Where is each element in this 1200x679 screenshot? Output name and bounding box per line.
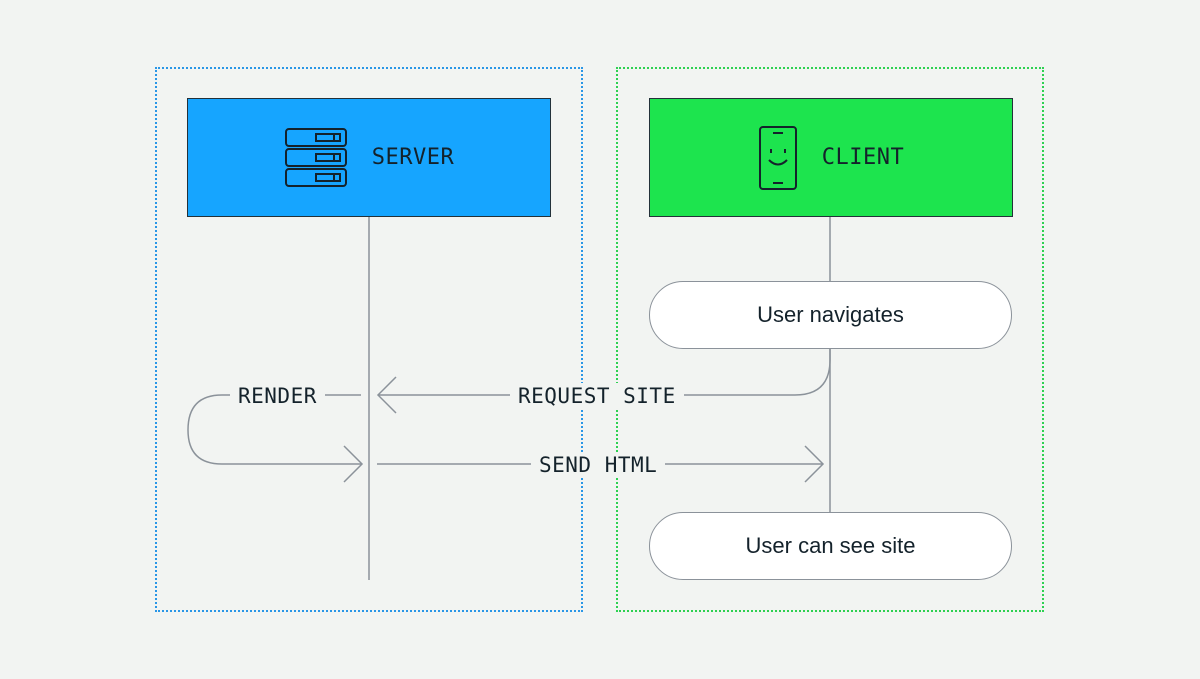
server-label: SERVER [371,145,455,170]
send-html-arrowhead [804,445,825,483]
server-lane-frame [155,67,583,612]
request-site-label: REQUEST SITE [510,383,684,409]
server-header: SERVER [187,98,551,217]
request-site-arrowhead [376,376,397,414]
render-loop-arrowhead [343,445,364,483]
request-site-arrow [378,349,831,396]
render-loop-arrow [187,394,361,465]
send-html-label: SEND HTML [531,452,666,478]
step-user-navigates: User navigates [649,281,1012,349]
smartphone-smile-icon [758,125,798,191]
render-label: RENDER [230,383,325,409]
server-rack-icon [284,127,348,189]
client-label: CLIENT [821,145,905,170]
client-lane-frame [616,67,1044,612]
client-header: CLIENT [649,98,1013,217]
step-user-can-see-site: User can see site [649,512,1012,580]
